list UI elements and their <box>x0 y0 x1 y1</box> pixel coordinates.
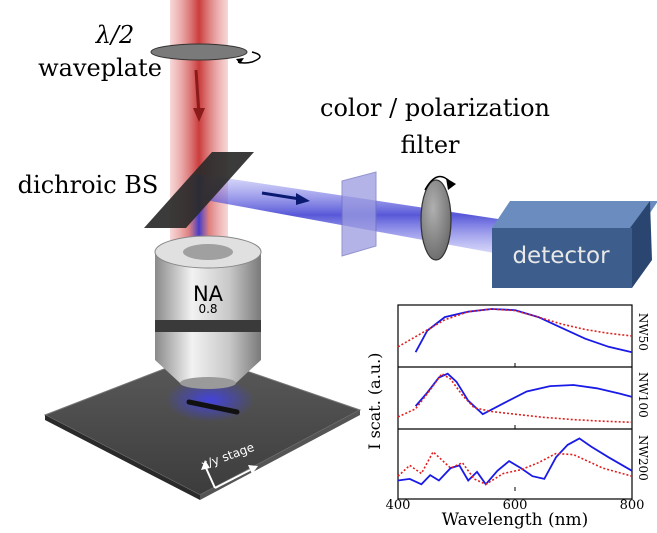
waveplate-symbol: λ/2 <box>95 21 135 49</box>
simulated-spectrum-nw50 <box>397 308 633 348</box>
stage-axis-x-head-icon <box>248 465 258 474</box>
sample-stage-edge <box>45 415 200 500</box>
objective-cone <box>155 360 261 383</box>
panel-label-nw50: NW50 <box>635 312 650 351</box>
panel-label-nw100: NW100 <box>635 372 650 418</box>
red-arrow-head-icon <box>193 108 205 122</box>
panel-label-nw200: NW200 <box>635 435 650 481</box>
dichroic-bs-label: dichroic BS <box>17 171 159 199</box>
inset-xtick-400: 400 <box>385 498 411 513</box>
filter-label-line2: filter <box>400 131 460 159</box>
red-arrow-icon <box>194 69 201 116</box>
inset-xtick-800: 800 <box>619 498 645 513</box>
inset-curves <box>397 308 633 491</box>
nanowire <box>186 399 240 415</box>
objective-tip <box>180 377 236 389</box>
waveplate-label: waveplate <box>38 54 162 82</box>
stage-axis-y <box>205 467 216 489</box>
polarization-filter <box>420 179 452 261</box>
filter-rotation-arrow-head-icon <box>446 178 456 190</box>
blue-arrow-icon <box>261 191 301 201</box>
inset-ylabel: I scat. (a.u.) <box>364 352 384 450</box>
inset-xtick-600: 600 <box>502 498 528 513</box>
dichroic-beamsplitter <box>144 152 254 228</box>
measured-spectrum-nw100 <box>414 372 633 416</box>
inset-frame <box>397 304 633 500</box>
objective-body <box>155 252 261 360</box>
inset-plot <box>397 304 633 500</box>
color-filter-plate <box>341 171 377 257</box>
rotation-arrow-head-icon <box>236 58 244 64</box>
stage-axis-y-head-icon <box>201 460 210 470</box>
detector-front <box>492 228 632 288</box>
blue-arrow-head-icon <box>296 193 310 205</box>
detector-label: detector <box>512 243 610 269</box>
measured-spectrum-nw200 <box>397 437 633 486</box>
stage-axis-x <box>214 469 251 489</box>
simulated-spectrum-nw200 <box>397 450 633 486</box>
filter-label-line1: color / polarization <box>320 94 550 122</box>
objective-aperture <box>183 244 233 260</box>
objective-band <box>155 320 261 332</box>
objective-na-label: NA <box>192 282 224 306</box>
detector-top <box>492 201 657 228</box>
detector-side <box>630 201 652 288</box>
waveplate-disk <box>150 43 248 61</box>
objective-na-value: 0.8 <box>198 302 218 316</box>
inset-xlabel: Wavelength (nm) <box>441 510 589 530</box>
rotation-arrow-icon <box>237 51 261 64</box>
sample-stage-edge-right <box>200 410 360 500</box>
